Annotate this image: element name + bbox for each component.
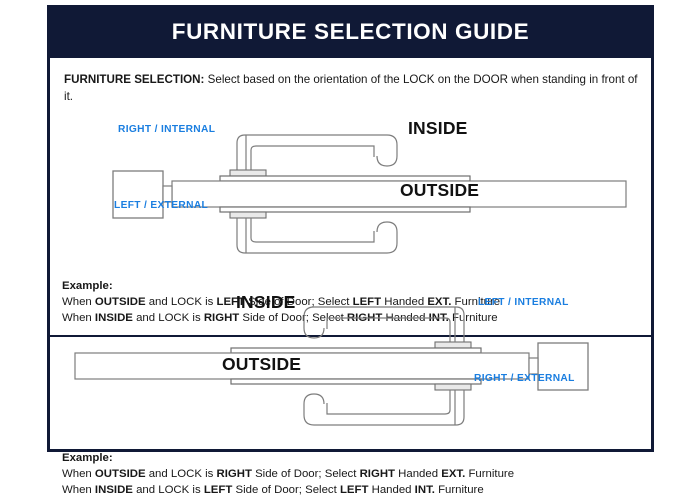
door-hardware-drawing-1 bbox=[112, 134, 627, 254]
ex1l2-p5: Furniture bbox=[448, 312, 498, 325]
example-2-heading: Example: bbox=[62, 452, 113, 464]
ex2l1-p1: When bbox=[62, 468, 95, 481]
ex1l1-p4: Handed bbox=[381, 296, 428, 309]
label-outside-2: OUTSIDE bbox=[222, 354, 302, 374]
ex2l2-p1: When bbox=[62, 484, 95, 497]
upper-lever-outer-mirrored bbox=[303, 306, 465, 342]
outside-face-strip-bottom-mirrored bbox=[230, 378, 482, 385]
ex1l2-p3: Side of Door; Select bbox=[239, 312, 347, 325]
ex1l1-b1: OUTSIDE bbox=[94, 296, 146, 309]
label-right-internal: RIGHT / INTERNAL bbox=[118, 124, 216, 135]
upper-rose-plate bbox=[229, 169, 267, 177]
ex1l2-p1: When bbox=[62, 312, 95, 325]
diagram-left-external-right-internal: RIGHT / INTERNAL LEFT / EXTERNAL INSIDE … bbox=[50, 112, 651, 278]
inside-face-strip-top-mirrored bbox=[230, 347, 482, 354]
label-left-external: LEFT / EXTERNAL bbox=[114, 200, 209, 211]
label-left-internal: LEFT / INTERNAL bbox=[478, 297, 569, 308]
outside-face-strip-bottom bbox=[219, 206, 471, 213]
ex2l2-p3: Side of Door; Select bbox=[232, 484, 340, 497]
ex2l1-b2: RIGHT bbox=[216, 468, 252, 481]
door-hardware-drawing-2 bbox=[74, 306, 589, 426]
lock-cylinder-body-mirrored bbox=[537, 342, 589, 391]
ex1l1-p3: Side of Door; Select bbox=[244, 296, 353, 309]
ex1l1-b2: LEFT bbox=[216, 296, 245, 309]
ex2l1-b4: EXT. bbox=[441, 468, 466, 481]
ex2l1-p5: Furniture bbox=[465, 468, 515, 481]
ex2l2-b3: LEFT bbox=[339, 484, 369, 497]
ex2l2-b1: INSIDE bbox=[94, 484, 133, 497]
ex2l1-p3: Side of Door; Select bbox=[251, 468, 360, 481]
lock-cylinder-body bbox=[112, 170, 164, 219]
door-rail bbox=[171, 180, 627, 208]
label-inside-2: INSIDE bbox=[236, 292, 296, 312]
ex1l1-p1: When bbox=[62, 296, 95, 309]
example-2-line-2: When INSIDE and LOCK is LEFT Side of Doo… bbox=[62, 482, 647, 498]
ex2l1-b3: RIGHT bbox=[359, 468, 395, 481]
ex1l1-b3: LEFT bbox=[352, 296, 382, 309]
label-outside: OUTSIDE bbox=[400, 180, 480, 200]
lock-cylinder-neck-mirrored bbox=[528, 357, 539, 375]
lower-lever-inner bbox=[250, 218, 375, 243]
ex1l1-b4: EXT. bbox=[427, 296, 452, 309]
upper-lever-outer bbox=[236, 134, 398, 170]
label-inside: INSIDE bbox=[408, 118, 468, 138]
ex2l2-b4: INT. bbox=[414, 484, 435, 497]
section-divider bbox=[50, 335, 651, 337]
ex2l2-p2: and LOCK is bbox=[132, 484, 204, 497]
furniture-selection-guide-card: FURNITURE SELECTION GUIDE FURNITURE SELE… bbox=[47, 5, 654, 496]
label-right-external: RIGHT / EXTERNAL bbox=[474, 373, 575, 384]
guide-header: FURNITURE SELECTION GUIDE bbox=[50, 8, 651, 55]
example-block-1: Example: When OUTSIDE and LOCK is LEFT S… bbox=[62, 278, 647, 327]
intro-lead: FURNITURE SELECTION: bbox=[64, 73, 205, 86]
ex2l2-p5: Furniture bbox=[434, 484, 484, 497]
intro-paragraph: FURNITURE SELECTION: Select based on the… bbox=[64, 72, 639, 106]
intro-text: Select based on the orientation of the L… bbox=[64, 73, 638, 103]
ex1l2-p2: and LOCK is bbox=[132, 312, 204, 325]
example-1-line-1: When OUTSIDE and LOCK is LEFT Side of Do… bbox=[62, 294, 647, 310]
ex1l1-p2: and LOCK is bbox=[145, 296, 217, 309]
lower-lever-outer bbox=[236, 218, 398, 254]
ex1l2-b2: RIGHT bbox=[203, 312, 240, 325]
lower-lever-outer-mirrored bbox=[303, 390, 465, 426]
ex2l2-p4: Handed bbox=[368, 484, 415, 497]
upper-rose-plate-mirrored bbox=[434, 341, 472, 349]
page-title: FURNITURE SELECTION GUIDE bbox=[171, 18, 530, 44]
example-block-2: Example: When OUTSIDE and LOCK is RIGHT … bbox=[62, 450, 647, 499]
ex2l1-b1: OUTSIDE bbox=[94, 468, 146, 481]
door-rail-mirrored bbox=[74, 352, 530, 380]
lower-rose-plate bbox=[229, 211, 267, 219]
ex2l1-p4: Handed bbox=[395, 468, 442, 481]
ex2l1-p2: and LOCK is bbox=[145, 468, 217, 481]
example-1-line-2: When INSIDE and LOCK is RIGHT Side of Do… bbox=[62, 310, 647, 326]
guide-body: FURNITURE SELECTION: Select based on the… bbox=[50, 55, 651, 496]
lower-lever-inner-mirrored bbox=[326, 390, 451, 415]
example-1-heading: Example: bbox=[62, 280, 113, 292]
ex1l2-b1: INSIDE bbox=[94, 312, 133, 325]
lower-rose-plate-mirrored bbox=[434, 383, 472, 391]
diagram-right-external-left-internal: LEFT / INTERNAL RIGHT / EXTERNAL INSIDE … bbox=[50, 284, 651, 450]
ex2l2-b2: LEFT bbox=[203, 484, 233, 497]
lock-cylinder-neck bbox=[162, 185, 173, 203]
ex1l1-p5: Furniture bbox=[451, 296, 501, 309]
upper-lever-inner bbox=[250, 145, 375, 170]
upper-lever-inner-mirrored bbox=[326, 317, 451, 342]
example-2-line-1: When OUTSIDE and LOCK is RIGHT Side of D… bbox=[62, 466, 647, 482]
